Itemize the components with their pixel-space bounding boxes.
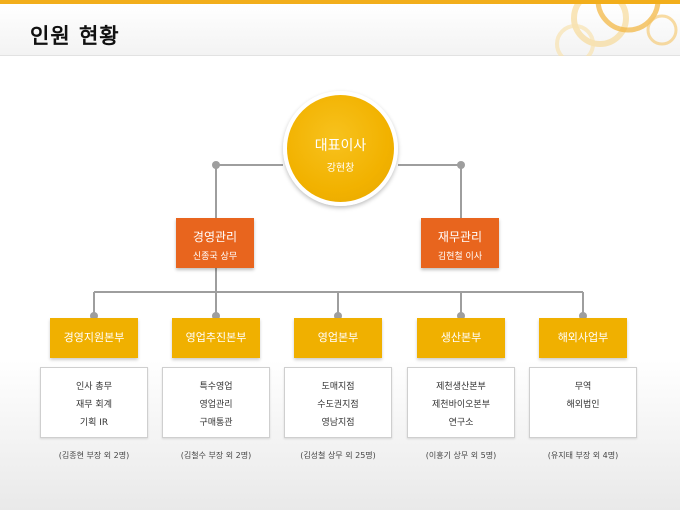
decorative-circles: [555, 4, 678, 56]
function-item: 수도권지점: [317, 400, 359, 410]
department-functions: 특수영업 영업관리 구매통관: [162, 367, 270, 438]
executive-name: 김현철 이사: [437, 252, 483, 262]
department-functions: 제천생산본부 제천바이오본부 연구소: [407, 367, 515, 438]
department-box: 해외사업부: [539, 318, 627, 358]
ceo-title: 대표이사: [314, 138, 367, 154]
function-item: 무역: [574, 382, 592, 392]
department-functions: 도매지점 수도권지점 영남지점: [284, 367, 392, 438]
department-box: 경영지원본부: [50, 318, 138, 358]
top-accent-bar: [0, 0, 680, 4]
executive-node-management: 경영관리 신종국 상무: [176, 218, 254, 268]
function-item: 제천바이오본부: [432, 400, 490, 410]
function-item: 제천생산본부: [436, 382, 486, 392]
function-item: 구매통관: [199, 418, 233, 428]
ceo-name: 강현창: [326, 163, 355, 174]
function-item: 재무 회계: [76, 400, 112, 410]
department-functions: 인사 총무 재무 회계 기획 IR: [40, 367, 148, 438]
staff-note: (김성철 상무 외 25명): [300, 451, 376, 460]
staff-note: (김철수 부장 외 2명): [180, 451, 252, 460]
function-item: 연구소: [448, 418, 474, 428]
executive-node-finance: 재무관리 김현철 이사: [421, 218, 499, 268]
function-item: 영남지점: [321, 418, 355, 428]
function-item: 인사 총무: [76, 382, 112, 392]
function-item: 영업관리: [199, 400, 233, 410]
page-title: 인원 현황: [30, 24, 120, 48]
executive-title: 경영관리: [192, 230, 238, 244]
department-box: 영업본부: [294, 318, 382, 358]
executive-title: 재무관리: [437, 230, 483, 244]
department-box: 영업추진본부: [172, 318, 260, 358]
department-functions: 무역 해외법인: [529, 367, 637, 438]
staff-note: (김종현 부장 외 2명): [58, 451, 130, 460]
function-item: 도매지점: [321, 382, 355, 392]
function-item: 특수영업: [199, 382, 233, 392]
staff-note: (이홍기 상무 외 5명): [425, 451, 497, 460]
function-item: 해외법인: [566, 400, 600, 410]
ceo-node: 대표이사 강현창: [283, 91, 398, 206]
staff-note: (유지태 부장 외 4명): [547, 451, 619, 460]
department-box: 생산본부: [417, 318, 505, 358]
executive-name: 신종국 상무: [192, 252, 238, 262]
header: 인원 현황: [0, 4, 680, 56]
function-item: 기획 IR: [79, 418, 109, 428]
